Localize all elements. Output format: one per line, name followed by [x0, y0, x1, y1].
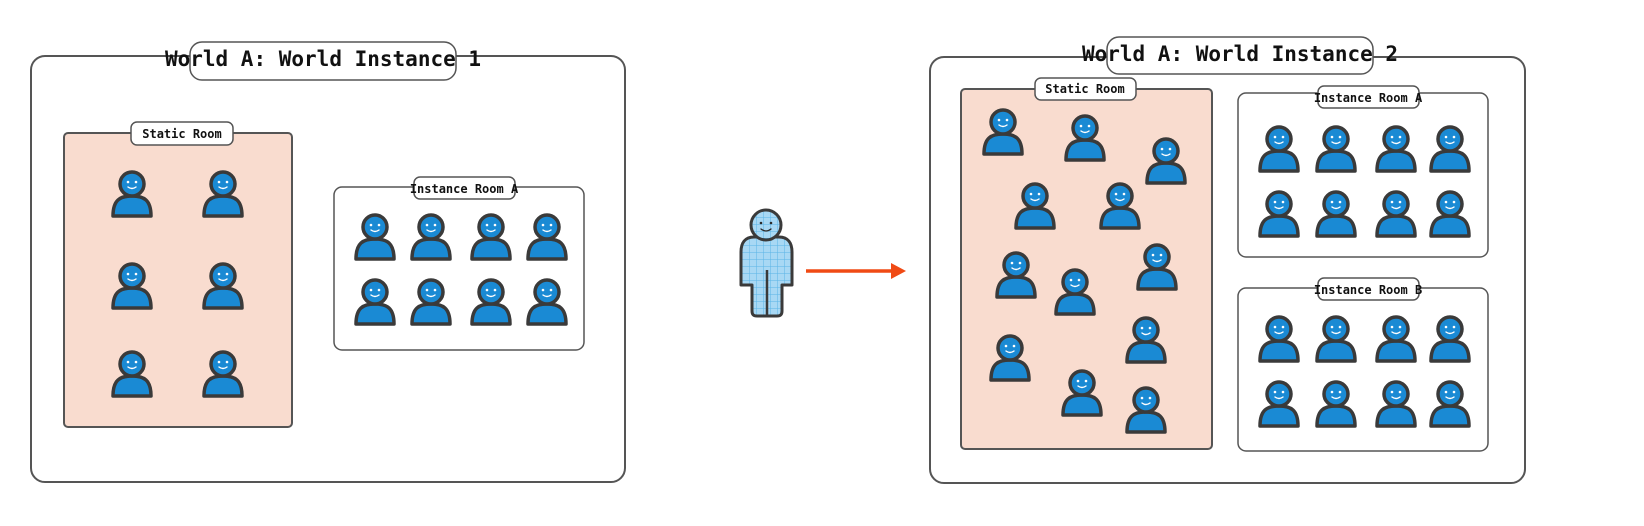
static-room-label-box	[1034, 77, 1137, 101]
avatar-icon	[739, 208, 794, 318]
instance-room-a-label-box	[1317, 85, 1420, 109]
instance-room-a-label: Instance Room A	[1314, 91, 1423, 105]
instance-room-b-label-box	[1317, 277, 1420, 301]
instance-room-a-label: Instance Room A	[410, 182, 519, 196]
static-room-label-box	[130, 121, 234, 146]
static-room-label: Static Room	[142, 127, 221, 141]
static-room-label: Static Room	[1045, 82, 1124, 96]
world-1-instance-room-a: Instance Room A	[333, 176, 585, 351]
world-2-static-room: Static Room	[960, 77, 1213, 450]
world-2-instance-room-a: Instance Room A	[1237, 85, 1489, 258]
world-2-instance-room-b: Instance Room B	[1237, 277, 1489, 452]
world-2-title: World A: World Instance 2	[1082, 42, 1398, 66]
world-instance-1: World A: World Instance 1 Static Room In…	[30, 41, 626, 483]
world-instance-2: World A: World Instance 2 Static Room In…	[929, 36, 1526, 484]
arrow-right-icon	[806, 263, 906, 279]
world-2-title-box	[1106, 36, 1374, 75]
world-1-title-box	[189, 41, 457, 81]
static-room-box	[63, 132, 293, 428]
instance-room-b-label: Instance Room B	[1314, 283, 1422, 297]
world-1-title: World A: World Instance 1	[165, 47, 481, 71]
world-1-static-room: Static Room	[63, 121, 293, 428]
instance-room-a-label-box	[413, 176, 516, 200]
